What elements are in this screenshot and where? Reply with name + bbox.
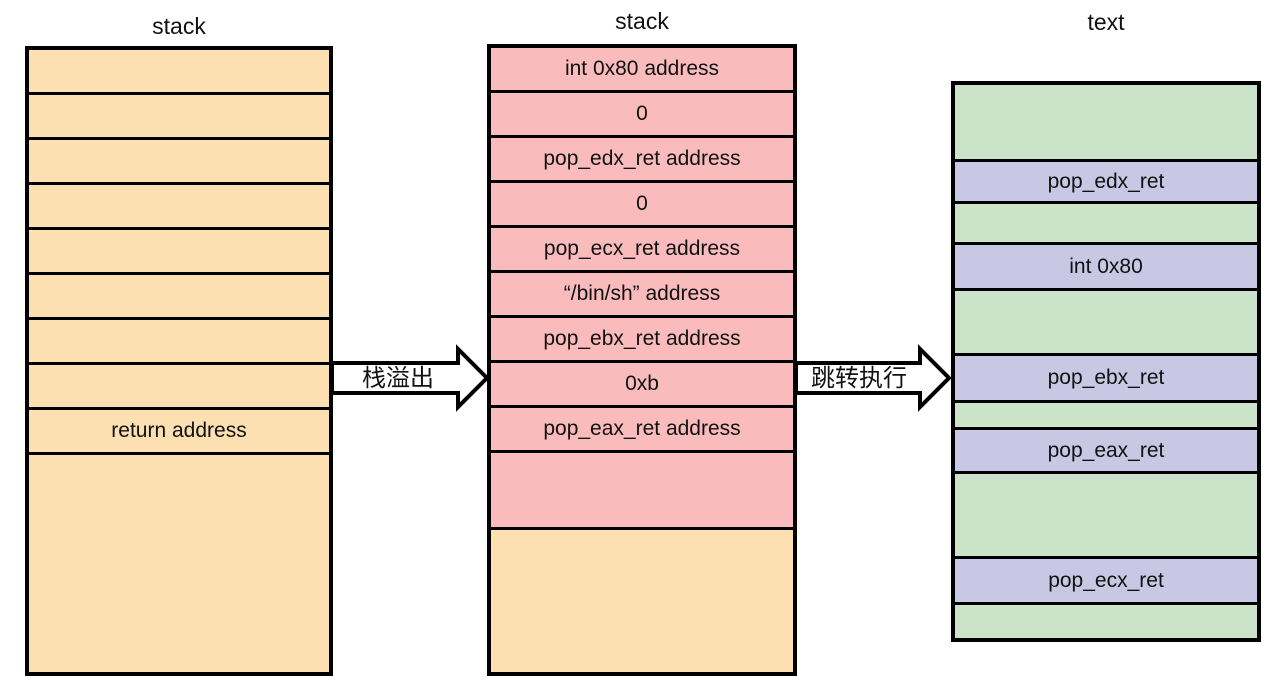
stack-cell-empty	[29, 230, 329, 275]
text-segment-box: pop_edx_ret int 0x80 pop_ebx_ret pop_eax…	[951, 81, 1261, 642]
stack-cell-empty	[29, 275, 329, 320]
middle-column-title: stack	[615, 8, 669, 34]
stack-cell-empty	[29, 320, 329, 365]
stack-cell-empty	[29, 365, 329, 410]
text-cell-empty	[955, 291, 1257, 356]
gadget-cell-pop-ebx-ret: pop_ebx_ret	[955, 356, 1257, 403]
text-cell-empty	[955, 403, 1257, 430]
stack-cell-bottom	[29, 455, 329, 672]
payload-cell-unchanged-stack	[491, 530, 793, 672]
gadget-cell-int-0x80: int 0x80	[955, 245, 1257, 291]
text-cell-empty	[955, 605, 1257, 638]
right-column-title: text	[1087, 9, 1125, 35]
jump-execute-arrow-icon: 跳转执行	[794, 344, 952, 412]
gadget-cell-pop-eax-ret: pop_eax_ret	[955, 430, 1257, 474]
text-cell-empty	[955, 204, 1257, 245]
payload-cell-zero: 0	[491, 93, 793, 138]
text-cell-empty	[955, 85, 1257, 162]
jump-execute-arrow-label: 跳转执行	[811, 365, 907, 392]
stack-cell-empty	[29, 95, 329, 140]
text-cell-empty	[955, 474, 1257, 559]
overflow-arrow-icon: 栈溢出	[330, 344, 490, 412]
payload-cell-empty	[491, 453, 793, 530]
return-address-cell: return address	[29, 410, 329, 455]
gadget-cell-pop-ecx-ret: pop_ecx_ret	[955, 559, 1257, 605]
stack-cell-empty	[29, 185, 329, 230]
payload-cell-pop-edx-ret-address: pop_edx_ret address	[491, 138, 793, 183]
payload-cell-zero: 0	[491, 183, 793, 228]
left-column-title: stack	[152, 13, 206, 39]
stack-after-overflow-box: int 0x80 address 0 pop_edx_ret address 0…	[487, 44, 797, 676]
payload-cell-pop-eax-ret-address: pop_eax_ret address	[491, 408, 793, 453]
gadget-cell-pop-edx-ret: pop_edx_ret	[955, 162, 1257, 204]
payload-cell-pop-ecx-ret-address: pop_ecx_ret address	[491, 228, 793, 273]
stack-before-overflow-box: return address	[25, 46, 333, 676]
payload-cell-binsh-address: “/bin/sh” address	[491, 273, 793, 318]
payload-cell-pop-ebx-ret-address: pop_ebx_ret address	[491, 318, 793, 363]
payload-cell-0xb: 0xb	[491, 363, 793, 408]
stack-cell-empty	[29, 140, 329, 185]
payload-cell-int-0x80-address: int 0x80 address	[491, 48, 793, 93]
stack-cell-empty	[29, 50, 329, 95]
overflow-arrow-label: 栈溢出	[362, 365, 434, 392]
